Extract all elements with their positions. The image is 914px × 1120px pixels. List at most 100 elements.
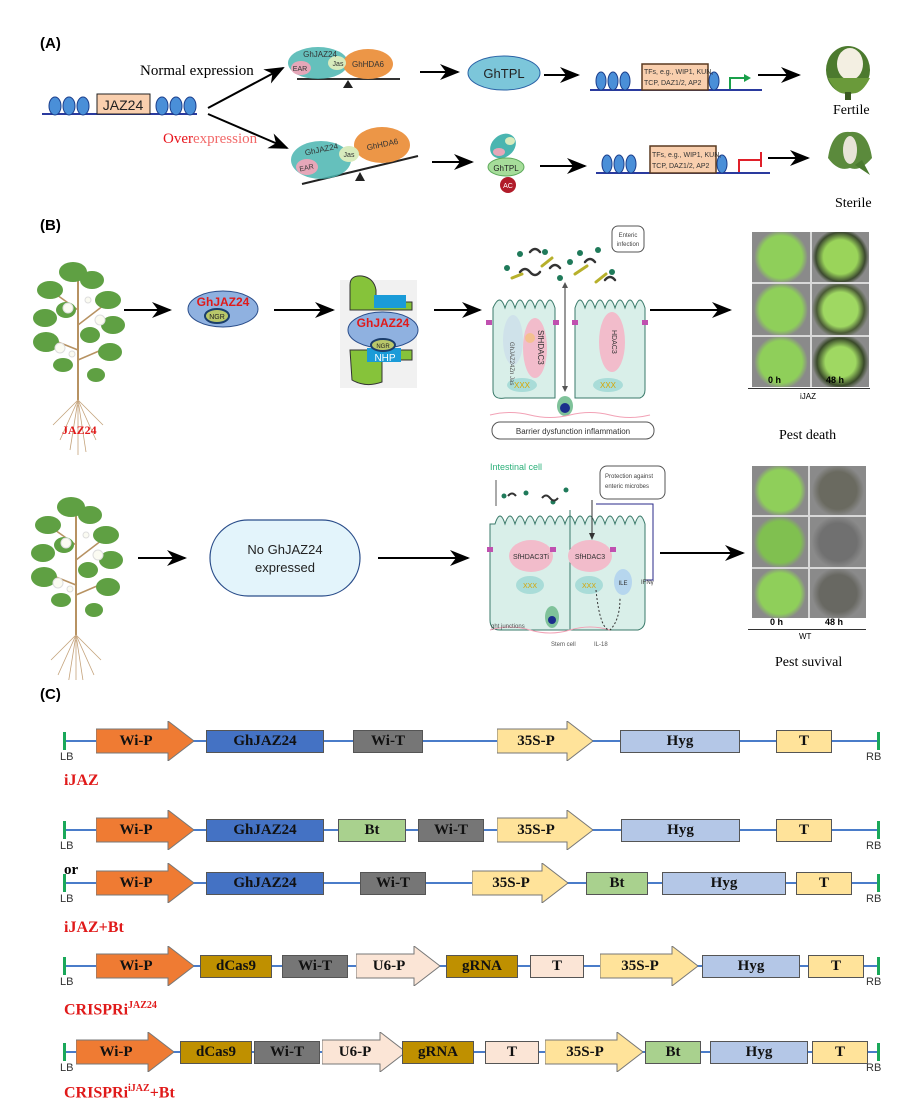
segment-grna: gRNA — [446, 955, 518, 978]
right-border-marker — [877, 821, 880, 839]
svg-text:Jas: Jas — [333, 61, 344, 68]
or-label: or — [64, 862, 79, 878]
svg-text:SfHDAC3Ti: SfHDAC3Ti — [513, 554, 549, 561]
panel-b-label: (B) — [40, 217, 61, 234]
svg-text:XXX: XXX — [514, 381, 531, 390]
lb-label: LB — [60, 840, 74, 852]
svg-text:XXX: XXX — [600, 381, 617, 390]
construct-name-crispri-ijaz-bt: CRISPRiiJAZ+Bt — [64, 1083, 175, 1102]
svg-text:infection: infection — [617, 242, 639, 248]
svg-text:GhJAZ24: GhJAZ24 — [197, 295, 250, 309]
lb-label: LB — [60, 1062, 74, 1074]
segment-t: T — [808, 955, 864, 978]
segment-t: T — [485, 1041, 539, 1064]
right-border-marker — [877, 957, 880, 975]
segment-label: Wi-P — [119, 874, 153, 891]
segment-t: T — [530, 955, 584, 978]
lb-label: LB — [60, 893, 74, 905]
segment-35s-p: 35S-P — [545, 1032, 643, 1072]
left-border-marker — [63, 874, 66, 892]
ijaz-col-48h: 48 h — [826, 375, 845, 385]
left-border-marker — [63, 957, 66, 975]
protected-gut-illustration: Intestinal cell Protection against enter… — [487, 462, 666, 648]
segment-label: 35S-P — [492, 874, 530, 891]
svg-text:Stem cell: Stem cell — [551, 642, 576, 648]
lb-label: LB — [60, 751, 74, 763]
over-arrow — [207, 113, 289, 149]
svg-text:HDAC3: HDAC3 — [610, 330, 617, 354]
wt-photo-grid — [752, 466, 866, 618]
panel-a-label: (A) — [40, 35, 61, 52]
ghjaz24-nhp-complex: GhJAZ24 NGR NHP — [340, 275, 419, 388]
segment-t: T — [812, 1041, 868, 1064]
cotton-plant-wt — [30, 496, 124, 680]
segment-dcas9: dCas9 — [180, 1041, 252, 1064]
segment-wi-t: Wi-T — [353, 730, 423, 753]
svg-text:GhJAZ24: GhJAZ24 — [303, 50, 337, 59]
right-border-marker — [877, 874, 880, 892]
svg-text:AC: AC — [503, 183, 513, 190]
segment-u6-p: U6-P — [356, 946, 440, 986]
segment-hyg: Hyg — [621, 819, 740, 842]
segment-grna: gRNA — [402, 1041, 474, 1064]
svg-text:NGR: NGR — [376, 344, 390, 350]
svg-text:GhHDA6: GhHDA6 — [352, 60, 385, 69]
segment-ghjaz24: GhJAZ24 — [206, 872, 324, 895]
ijaz-col-0h: 0 h — [768, 375, 782, 385]
svg-text:Enteric: Enteric — [619, 233, 638, 239]
panel-c-label: (C) — [40, 686, 61, 703]
right-border-marker — [877, 1043, 880, 1061]
svg-text:TCP, DAZ1/2, AP2: TCP, DAZ1/2, AP2 — [644, 80, 702, 87]
segment-label: U6-P — [372, 957, 406, 974]
construct-name-ijaz-bt: iJAZ+Bt — [64, 919, 124, 936]
left-border-marker — [63, 1043, 66, 1061]
segment-bt: Bt — [645, 1041, 701, 1064]
rb-label: RB — [866, 893, 882, 905]
svg-text:GhTPL: GhTPL — [483, 66, 524, 81]
svg-text:ght junctions: ght junctions — [491, 624, 525, 630]
rb-label: RB — [866, 976, 882, 988]
svg-text:expressed: expressed — [255, 560, 315, 575]
jaz24-plant-label: JAZ24 — [62, 423, 97, 437]
svg-text:GhTPL: GhTPL — [493, 164, 519, 173]
segment-35s-p: 35S-P — [497, 721, 593, 761]
svg-text:IL-18: IL-18 — [594, 642, 608, 648]
right-border-marker — [877, 732, 880, 750]
target-gene-top: TFs, e.g., WIP1, KUN, TCP, DAZ1/2, AP2 — [590, 63, 762, 91]
fertile-boll-image — [826, 46, 870, 100]
wt-divider — [748, 629, 866, 630]
svg-text:EAR: EAR — [293, 66, 307, 73]
segment-35s-p: 35S-P — [497, 810, 593, 850]
segment-35s-p: 35S-P — [472, 863, 568, 903]
segment-ghjaz24: GhJAZ24 — [206, 730, 324, 753]
svg-text:Jas: Jas — [344, 152, 355, 159]
rb-label: RB — [866, 1062, 882, 1074]
sterile-label: Sterile — [835, 196, 872, 211]
panel-a-diagram: JAZ24 GhJAZ24 EAR Jas GhHDA6 GhJAZ24 EAR… — [42, 46, 872, 193]
left-border-marker — [63, 821, 66, 839]
wt-group-label: WT — [799, 632, 812, 641]
segment-label: 35S-P — [517, 732, 555, 749]
segment-wi-t: Wi-T — [360, 872, 426, 895]
repressor-stack: GhTPL AC — [487, 133, 525, 193]
segment-t: T — [776, 819, 832, 842]
iJAZ-photo-grid — [752, 232, 869, 387]
svg-text:NGR: NGR — [209, 314, 225, 321]
segment-u6-p: U6-P — [322, 1032, 406, 1072]
normal-arrow — [207, 67, 285, 109]
segment-t: T — [796, 872, 852, 895]
svg-text:GhJAZ24Zn Jas: GhJAZ24Zn Jas — [508, 342, 514, 385]
left-border-marker — [63, 732, 66, 750]
svg-text:TCP, DAZ1/2, AP2: TCP, DAZ1/2, AP2 — [652, 163, 710, 170]
segment-wi-t: Wi-T — [418, 819, 484, 842]
svg-text:Intestinal cell: Intestinal cell — [490, 462, 542, 472]
ghjaz24-protein: GhJAZ24 NGR — [187, 290, 259, 328]
lb-label: LB — [60, 976, 74, 988]
segment-label: Wi-P — [119, 957, 153, 974]
normal-expression-label: Normal expression — [140, 63, 254, 79]
segment-wi-p: Wi-P — [96, 721, 194, 761]
segment-label: 35S-P — [517, 821, 555, 838]
pest-death-caption: Pest death — [779, 428, 837, 443]
over-complex: GhJAZ24 EAR Jas GhHDA6 — [291, 127, 419, 185]
sterile-boll-image — [828, 131, 872, 175]
